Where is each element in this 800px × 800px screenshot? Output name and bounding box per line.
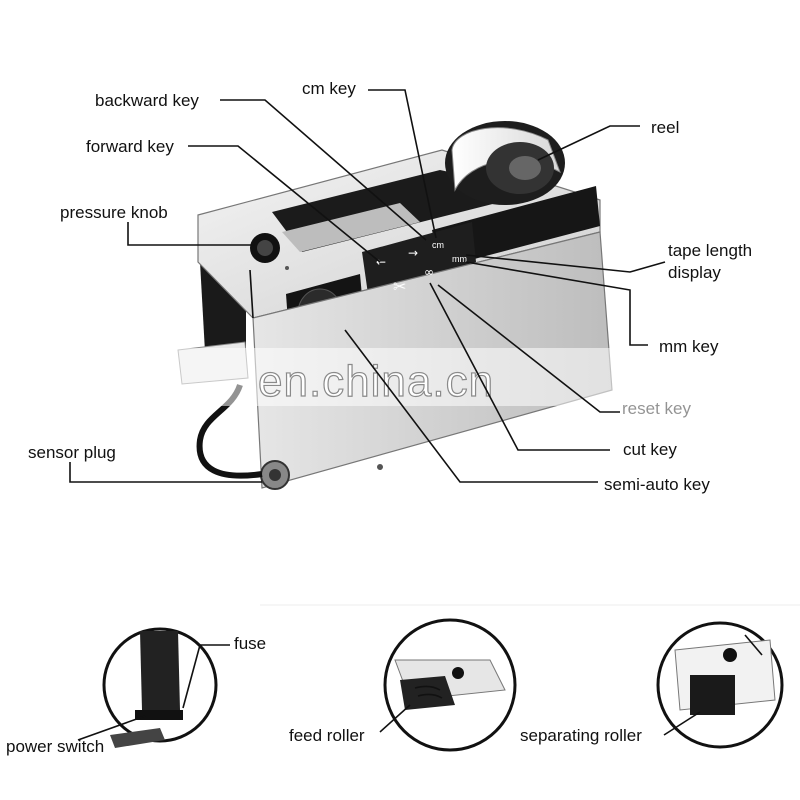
- leader-lines: [69, 89, 666, 483]
- label-forward-key: forward key: [86, 137, 174, 156]
- label-reel: reel: [651, 118, 679, 137]
- label-sensor-plug: sensor plug: [28, 443, 116, 462]
- leader-mm-key: [465, 261, 648, 346]
- label-separating-roller: separating roller: [520, 726, 642, 745]
- leader-cm-key: [368, 89, 437, 239]
- cm-key-mark[interactable]: cm: [432, 240, 444, 250]
- detail-power-switch: fuse power switch: [6, 627, 266, 756]
- leader-reset-key: [437, 284, 620, 413]
- leader-reel: [537, 125, 640, 161]
- leader-pressure-knob: [127, 222, 255, 246]
- label-tape-length-display-1: tape length: [668, 241, 752, 260]
- leader-sensor-plug: [69, 462, 262, 483]
- leader-cut-key: [429, 282, 610, 451]
- label-pressure-knob: pressure knob: [60, 203, 168, 222]
- mm-key-mark[interactable]: mm: [452, 254, 467, 264]
- leader-semi-auto-key: [344, 329, 598, 483]
- label-fuse: fuse: [234, 634, 266, 653]
- label-cut-key: cut key: [623, 440, 677, 459]
- label-power-switch: power switch: [6, 737, 104, 756]
- leader-backward-key: [220, 99, 427, 241]
- detail-feed-roller: feed roller: [289, 618, 517, 752]
- label-mm-key: mm key: [659, 337, 719, 356]
- front-top-edge: [249, 269, 254, 319]
- leader-tape-length-display: [465, 254, 666, 273]
- reel: [445, 121, 565, 205]
- forward-arrow-icon[interactable]: →: [408, 246, 418, 260]
- label-reset-key: reset key: [622, 399, 691, 418]
- reset-symbol-icon[interactable]: ∞: [424, 265, 434, 279]
- labels: cm key backward key forward key reel pre…: [28, 79, 752, 494]
- label-feed-roller: feed roller: [289, 726, 365, 745]
- backward-arrow-icon[interactable]: ←: [376, 255, 386, 269]
- label-semi-auto-key: semi-auto key: [604, 475, 710, 494]
- label-cm-key: cm key: [302, 79, 356, 98]
- watermark-text: en.china.cn: [258, 357, 494, 406]
- detail-separating-roller: separating roller: [520, 621, 784, 749]
- pressure-knob[interactable]: [250, 233, 289, 270]
- scissors-icon[interactable]: ✂: [393, 277, 406, 296]
- tape-in-channel: [282, 203, 420, 252]
- tape-dispenser-machine: ← → cm mm ✂ ∞: [177, 121, 613, 490]
- label-tape-length-display-2: display: [668, 263, 721, 282]
- watermark: en.china.cn: [175, 348, 735, 407]
- front-hole: [377, 464, 383, 470]
- label-backward-key: backward key: [95, 91, 199, 110]
- leader-forward-key: [188, 145, 381, 263]
